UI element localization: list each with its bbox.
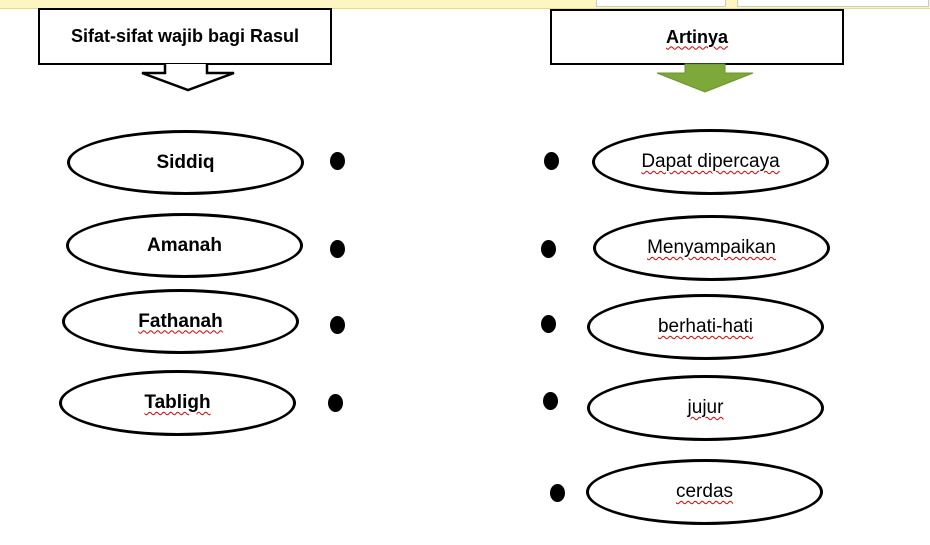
artinya-label: berhati-hati xyxy=(657,316,754,337)
left-header-text: Sifat-sifat wajib bagi Rasul xyxy=(70,26,300,46)
right-connector-dot[interactable] xyxy=(543,392,558,410)
sifat-item-siddiq[interactable]: Siddiq xyxy=(67,130,304,195)
artinya-item-dapat-dipercaya[interactable]: Dapat dipercaya xyxy=(592,129,829,195)
sifat-label: Tabligh xyxy=(144,392,211,413)
right-header-text: Artinya xyxy=(665,26,728,47)
left-connector-dot[interactable] xyxy=(328,394,343,412)
right-header-box: Artinya xyxy=(550,9,844,65)
artinya-item-cerdas[interactable]: cerdas xyxy=(586,459,823,525)
sifat-item-tabligh[interactable]: Tabligh xyxy=(59,370,296,436)
sifat-label: Amanah xyxy=(147,234,222,256)
left-header-box: Sifat-sifat wajib bagi Rasul xyxy=(38,8,332,65)
artinya-item-jujur[interactable]: jujur xyxy=(587,375,824,441)
sifat-label: Siddiq xyxy=(156,151,215,173)
right-down-arrow-icon xyxy=(656,63,754,93)
top-toolbar-strip xyxy=(0,0,930,9)
right-connector-dot[interactable] xyxy=(541,240,556,258)
right-connector-dot[interactable] xyxy=(541,315,556,333)
sifat-item-fathanah[interactable]: Fathanah xyxy=(62,289,299,354)
left-connector-dot[interactable] xyxy=(330,152,345,170)
left-down-arrow-icon xyxy=(141,64,235,92)
left-connector-dot[interactable] xyxy=(330,240,345,258)
right-connector-dot[interactable] xyxy=(550,484,565,502)
artinya-label: Dapat dipercaya xyxy=(641,151,780,172)
sifat-item-amanah[interactable]: Amanah xyxy=(66,213,303,278)
artinya-item-menyampaikan[interactable]: Menyampaikan xyxy=(593,215,830,281)
toolbar-field[interactable] xyxy=(737,0,929,7)
artinya-label: Menyampaikan xyxy=(647,237,776,258)
artinya-label: jujur xyxy=(687,397,724,418)
left-connector-dot[interactable] xyxy=(330,316,345,334)
sifat-label: Fathanah xyxy=(138,310,223,332)
artinya-label: cerdas xyxy=(675,481,734,502)
artinya-item-berhati-hati[interactable]: berhati-hati xyxy=(587,294,824,360)
right-connector-dot[interactable] xyxy=(544,152,559,170)
toolbar-field[interactable] xyxy=(596,0,726,7)
